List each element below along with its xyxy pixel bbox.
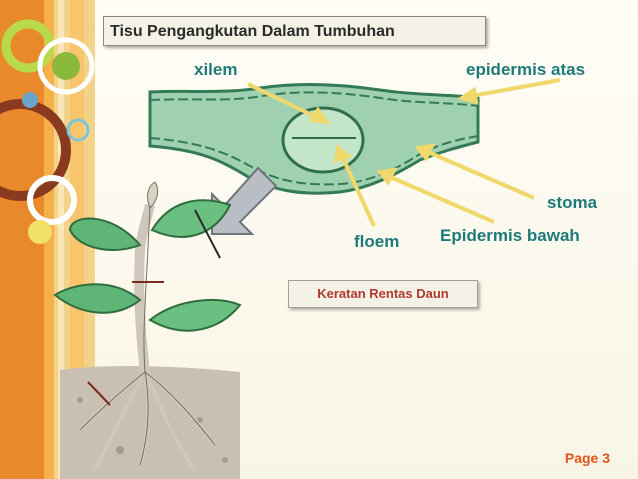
page-number: Page 3 bbox=[564, 450, 610, 466]
leaf-cross-section bbox=[148, 82, 480, 195]
label-epidermis-bawah: Epidermis bawah bbox=[440, 226, 580, 245]
label-arrows bbox=[247, 78, 561, 227]
page-title: Tisu Pengangkutan Dalam Tumbuhan bbox=[103, 16, 486, 46]
caption-box: Keratan Rentas Daun bbox=[288, 280, 478, 308]
plant-with-roots bbox=[53, 181, 242, 472]
label-stoma: stoma bbox=[547, 193, 598, 212]
label-floem: floem bbox=[354, 232, 400, 251]
label-xilem: xilem bbox=[194, 60, 238, 79]
pointer-arrow bbox=[211, 166, 278, 235]
label-epidermis-atas: epidermis atas bbox=[466, 60, 586, 79]
